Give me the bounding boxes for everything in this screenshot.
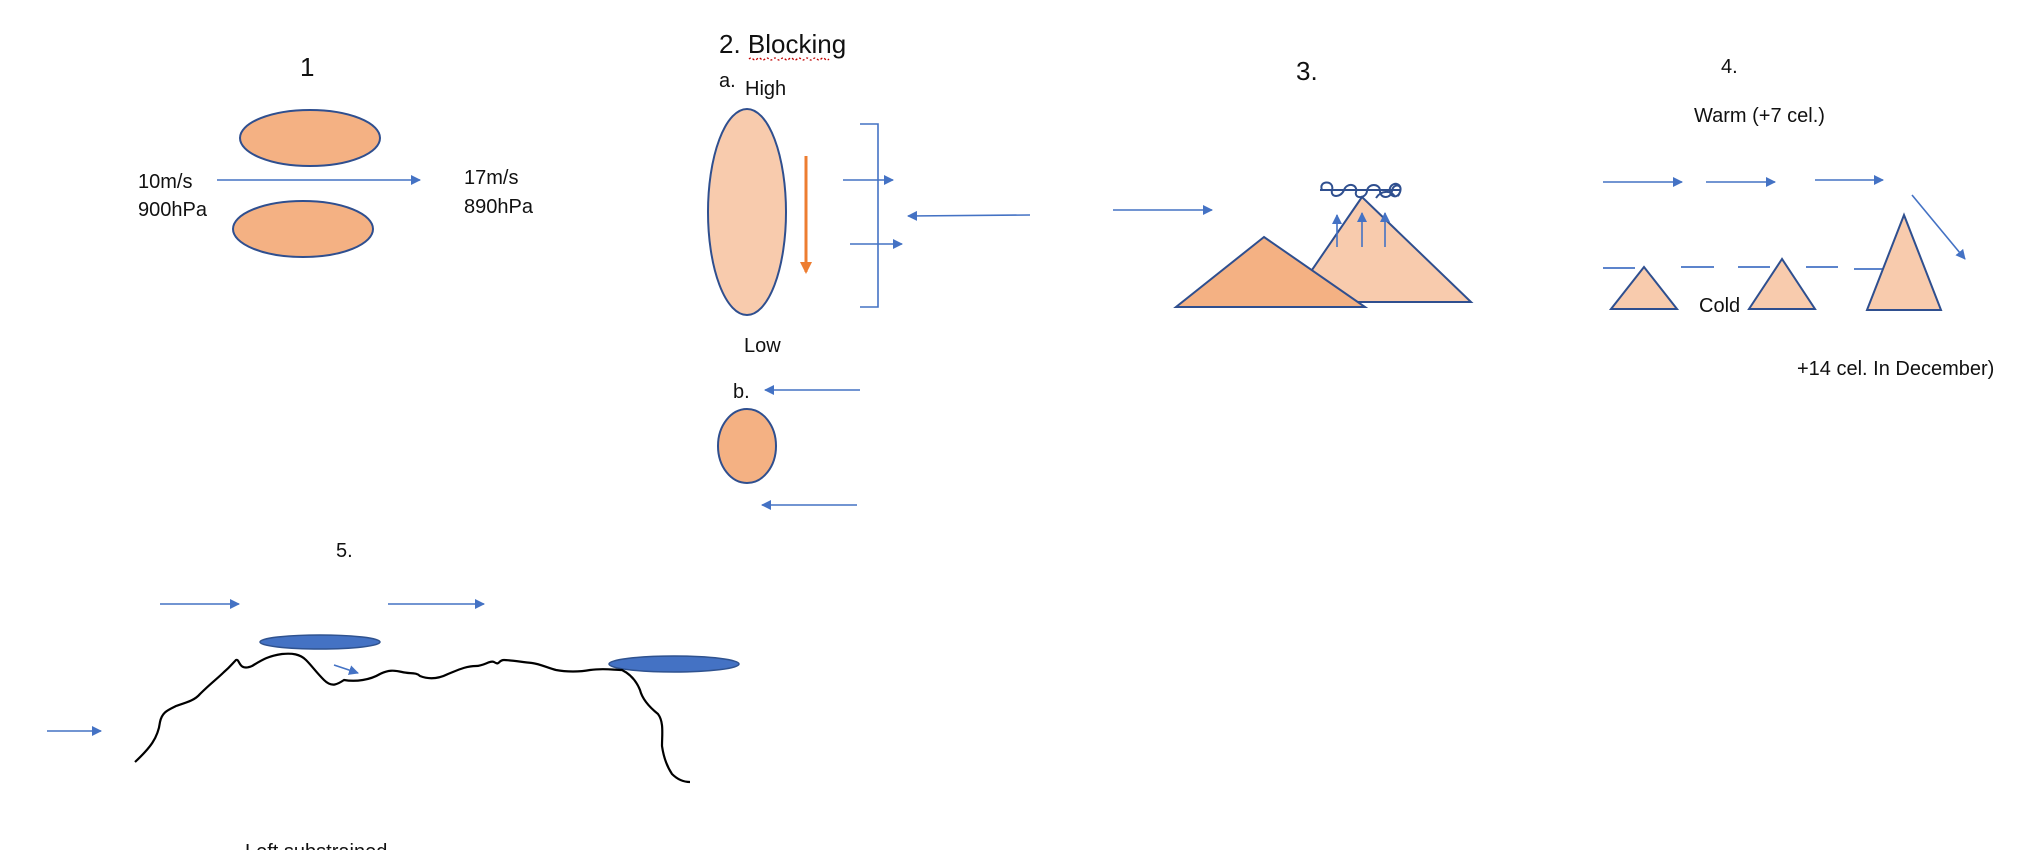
descending-flow-arrow — [1911, 194, 1966, 260]
small-mountain-left — [1608, 265, 1680, 310]
left-speed-label: 10m/s — [138, 171, 192, 193]
panel-3-number: 3. — [1296, 56, 1318, 86]
small-mountain-middle — [1747, 257, 1817, 310]
lake-right — [608, 655, 740, 673]
part-a-label: a. — [719, 70, 736, 92]
panel-1: 1 10m/s 900hPa 17m/s 890hPa — [138, 52, 534, 258]
panel-2-title: 2. Blocking — [719, 29, 846, 59]
low-label: Low — [744, 335, 781, 357]
front-mountain — [1173, 235, 1369, 308]
right-pressure-label: 890hPa — [464, 196, 534, 218]
lake-left — [259, 634, 381, 650]
high-label: High — [745, 78, 786, 100]
flow-bracket — [860, 123, 879, 308]
lower-pressure-ellipse — [232, 200, 374, 258]
panel-1-number: 1 — [300, 52, 314, 82]
tall-mountain-right — [1865, 212, 1943, 311]
spellcheck-underline — [748, 57, 830, 61]
panel-4-number: 4. — [1721, 56, 1738, 78]
part-b-label: b. — [733, 381, 750, 403]
left-pressure-label: 900hPa — [138, 199, 208, 221]
valley-flow-arrow — [333, 664, 359, 675]
bottom-caption: Left substrained — [245, 841, 387, 850]
terrain-profile — [134, 652, 691, 784]
panel-3: 3. — [1113, 56, 1474, 308]
cloud-icon — [1320, 181, 1402, 199]
december-label: +14 cel. In December) — [1797, 358, 1994, 380]
blocking-high-ellipse — [707, 108, 787, 316]
right-speed-label: 17m/s — [464, 167, 518, 189]
rear-mountain — [1288, 195, 1474, 303]
panel-2: 2. Blocking a. High Low b. — [707, 29, 1031, 510]
panel-4: 4. Warm (+7 cel.) Cold +14 cel. In Decem… — [1603, 56, 1994, 380]
cold-label: Cold — [1699, 295, 1740, 317]
panel-5-number: 5. — [336, 540, 353, 562]
panel-5: 5. Left substrained — [47, 540, 740, 850]
incoming-flow-arrow — [907, 210, 1031, 221]
cutoff-low-ellipse — [717, 408, 777, 484]
upper-pressure-ellipse — [239, 109, 381, 167]
warm-label: Warm (+7 cel.) — [1694, 105, 1825, 127]
